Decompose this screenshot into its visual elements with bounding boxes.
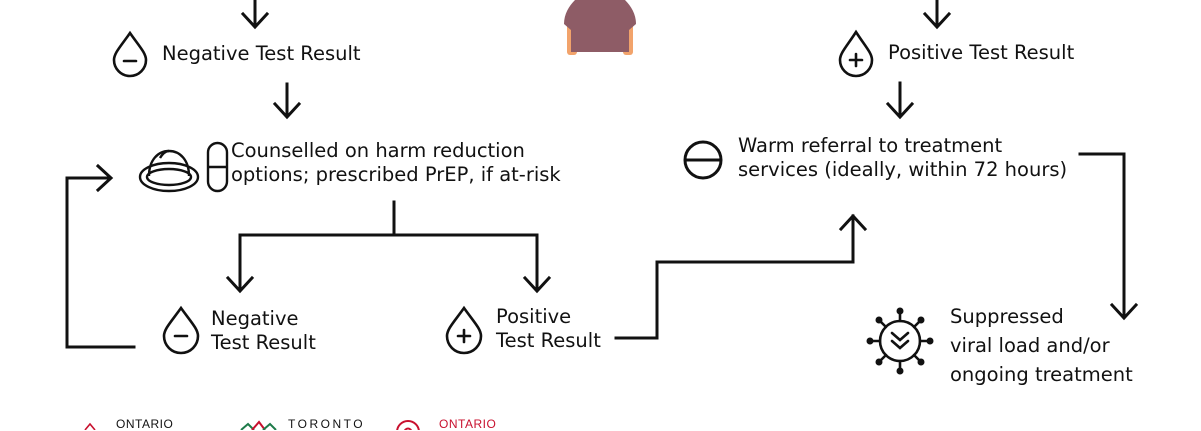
arrow-to-suppressed <box>1078 152 1139 321</box>
suppressed-line-3: ongoing treatment <box>950 363 1133 386</box>
ontario-logo-text: ONTARIO <box>116 417 174 431</box>
condom-icon <box>138 149 200 193</box>
arrow-to-counselling <box>272 82 302 120</box>
negative-branch-line-2: Test Result <box>211 331 316 354</box>
loop-back-arrow <box>65 163 136 349</box>
referral-line-1: Warm referral to treatment <box>738 134 1003 157</box>
branch-connector <box>225 200 552 294</box>
ontario-health-logo-text: ONTARIO <box>439 417 497 431</box>
negative-branch-text: Negative Test Result <box>211 307 316 355</box>
positive-drop-icon <box>445 305 483 355</box>
positive-branch-line-1: Positive <box>496 305 572 328</box>
arrow-to-referral <box>885 81 915 120</box>
person-illustration <box>564 0 636 55</box>
toronto-logo-text: TORONTO <box>288 417 366 431</box>
referral-text: Warm referral to treatment services (ide… <box>738 134 1067 182</box>
positive-branch-line-2: Test Result <box>496 329 601 352</box>
suppressed-line-1: Suppressed <box>950 305 1064 328</box>
virus-icon <box>866 307 934 375</box>
arrow-top-right <box>922 0 952 30</box>
positive-branch-text: Positive Test Result <box>496 305 601 353</box>
ontario-circle-icon <box>396 420 420 430</box>
negative-test-result-label: Negative Test Result <box>162 42 361 65</box>
positive-drop-icon <box>838 29 874 78</box>
arrow-top-left <box>240 0 270 30</box>
counselling-text: Counselled on harm reduction options; pr… <box>231 139 561 187</box>
step-arrow <box>614 213 868 340</box>
circle-minus-icon <box>683 140 723 180</box>
ontario-trillium-icon <box>84 422 96 430</box>
negative-drop-icon <box>162 305 200 355</box>
toronto-logo-icon <box>240 420 277 430</box>
suppressed-line-2: viral load and/or <box>950 334 1110 357</box>
pill-icon <box>206 141 229 193</box>
suppressed-text: Suppressed viral load and/or ongoing tre… <box>950 302 1133 389</box>
counselling-line-1: Counselled on harm reduction <box>231 139 525 162</box>
counselling-line-2: options; prescribed PrEP, if at-risk <box>231 163 561 186</box>
negative-drop-icon <box>112 30 148 78</box>
positive-test-result-label: Positive Test Result <box>888 41 1075 64</box>
negative-branch-line-1: Negative <box>211 307 299 330</box>
referral-line-2: services (ideally, within 72 hours) <box>738 158 1068 181</box>
